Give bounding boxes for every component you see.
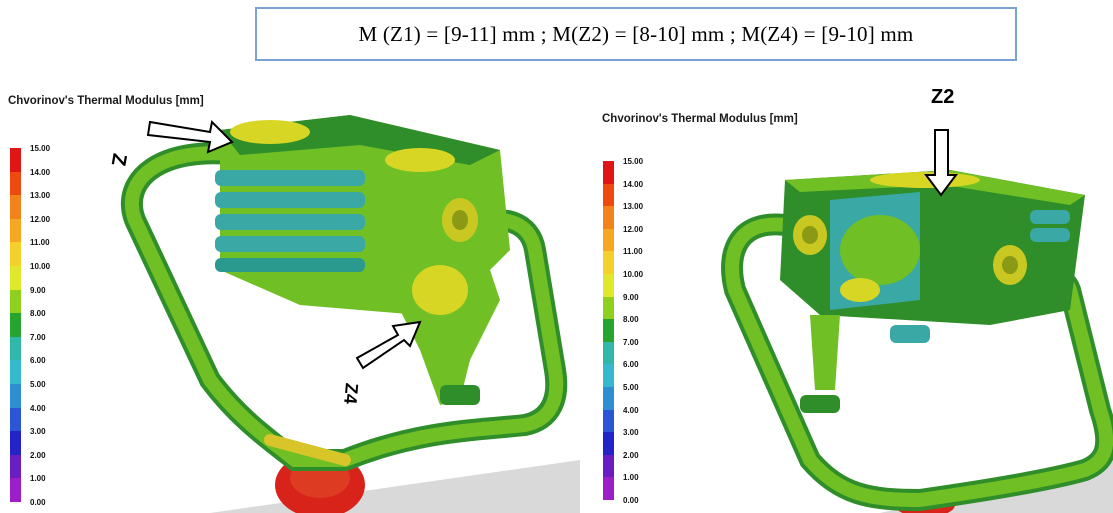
legend-tick-label: 3.00 bbox=[623, 428, 639, 438]
legend-tick-label: 0.00 bbox=[30, 498, 46, 507]
left-color-legend: 15.00 14.00 13.00 12.00 11.00 10.00 9.00 8.00 7.… bbox=[10, 144, 70, 508]
right-legend-title: Chvorinov's Thermal Modulus [mm] bbox=[602, 113, 798, 125]
legend-color-swatch bbox=[603, 319, 614, 342]
legend-color-swatch bbox=[10, 313, 21, 337]
legend-tick-label: 0.00 bbox=[623, 496, 639, 505]
legend-tick-label: 15.00 bbox=[623, 157, 644, 166]
zone-z2-arrow bbox=[924, 129, 958, 197]
legend-color-swatch bbox=[603, 364, 614, 387]
legend-tick-label: 13.00 bbox=[623, 202, 644, 212]
legend-color-swatch bbox=[603, 206, 614, 229]
legend-color-swatch bbox=[603, 183, 614, 207]
legend-tick-label: 9.00 bbox=[623, 292, 639, 302]
legend-tick-label: 4.00 bbox=[623, 405, 639, 415]
zone-z1-hotspot bbox=[230, 120, 310, 144]
legend-tick-label: 2.00 bbox=[623, 450, 639, 460]
legend-color-swatch bbox=[10, 384, 21, 408]
legend-tick-label: 12.00 bbox=[623, 224, 644, 234]
legend-tick-label: 11.00 bbox=[623, 247, 643, 257]
legend-tick-label: 7.00 bbox=[623, 337, 639, 347]
legend-color-swatch bbox=[603, 341, 614, 365]
legend-tick-label: 1.00 bbox=[623, 473, 639, 483]
legend-color-swatch bbox=[10, 289, 21, 314]
legend-tick-label: 10.00 bbox=[30, 262, 51, 271]
legend-color-swatch bbox=[10, 407, 21, 432]
right-color-legend: 15.00 14.00 13.00 12.00 11.00 10.00 9.00 8.00 7.… bbox=[603, 157, 663, 511]
legend-tick-label: 3.00 bbox=[30, 427, 46, 437]
legend-color-swatch bbox=[603, 432, 614, 455]
legend-color-swatch bbox=[603, 228, 614, 252]
legend-color-swatch bbox=[603, 454, 614, 478]
zone-z4-arrow bbox=[355, 320, 422, 370]
legend-color-swatch bbox=[10, 171, 21, 196]
legend-tick-label: 6.00 bbox=[30, 356, 46, 366]
cooling-fins bbox=[215, 170, 365, 272]
legend-color-swatch bbox=[603, 477, 614, 500]
legend-tick-label: 5.00 bbox=[30, 380, 46, 389]
legend-color-swatch bbox=[603, 161, 614, 184]
legend-tick-label: 5.00 bbox=[623, 383, 639, 392]
legend-tick-label: 1.00 bbox=[30, 474, 46, 484]
zone-z1-arrow bbox=[146, 119, 234, 154]
legend-color-swatch bbox=[10, 454, 21, 479]
legend-color-swatch bbox=[10, 360, 21, 384]
side-bracket bbox=[390, 240, 500, 405]
legend-color-swatch bbox=[10, 195, 21, 219]
legend-tick-label: 4.00 bbox=[30, 403, 46, 413]
ground-plane bbox=[210, 460, 580, 513]
zone-label-z1: Z bbox=[106, 151, 131, 168]
legend-tick-label: 2.00 bbox=[30, 450, 46, 460]
legend-color-swatch bbox=[10, 266, 21, 290]
zone-label-z2: Z2 bbox=[931, 86, 955, 108]
legend-color-swatch bbox=[603, 409, 614, 433]
zone-label-z4: Z4 bbox=[340, 382, 362, 405]
zone-z4-hotspot bbox=[412, 265, 468, 315]
legend-tick-label: 11.00 bbox=[30, 238, 50, 248]
legend-tick-label: 12.00 bbox=[30, 214, 51, 224]
thermal-modulus-formula: M (Z1) = [9-11] mm ; M(Z2) = [8-10] mm ;… bbox=[255, 7, 1017, 61]
legend-color-swatch bbox=[10, 336, 21, 361]
legend-color-swatch bbox=[10, 148, 21, 172]
legend-color-swatch bbox=[603, 274, 614, 297]
legend-color-swatch bbox=[10, 478, 21, 502]
legend-tick-label: 9.00 bbox=[30, 285, 46, 295]
legend-tick-label: 14.00 bbox=[30, 167, 51, 177]
legend-tick-label: 8.00 bbox=[623, 315, 639, 325]
legend-color-swatch bbox=[603, 251, 614, 274]
legend-color-swatch bbox=[10, 242, 21, 266]
legend-tick-label: 14.00 bbox=[623, 179, 644, 189]
left-casting-view bbox=[120, 115, 580, 513]
legend-tick-label: 13.00 bbox=[30, 191, 51, 201]
right-casting-view bbox=[721, 129, 1113, 513]
left-legend-title: Chvorinov's Thermal Modulus [mm] bbox=[8, 95, 204, 107]
legend-color-swatch bbox=[603, 387, 614, 410]
legend-color-swatch bbox=[603, 296, 614, 320]
legend-tick-label: 15.00 bbox=[30, 144, 51, 153]
legend-tick-label: 8.00 bbox=[30, 309, 46, 319]
legend-tick-label: 10.00 bbox=[623, 270, 644, 279]
legend-color-swatch bbox=[10, 218, 21, 243]
legend-tick-label: 6.00 bbox=[623, 360, 639, 370]
legend-color-swatch bbox=[10, 431, 21, 455]
legend-tick-label: 7.00 bbox=[30, 332, 46, 342]
